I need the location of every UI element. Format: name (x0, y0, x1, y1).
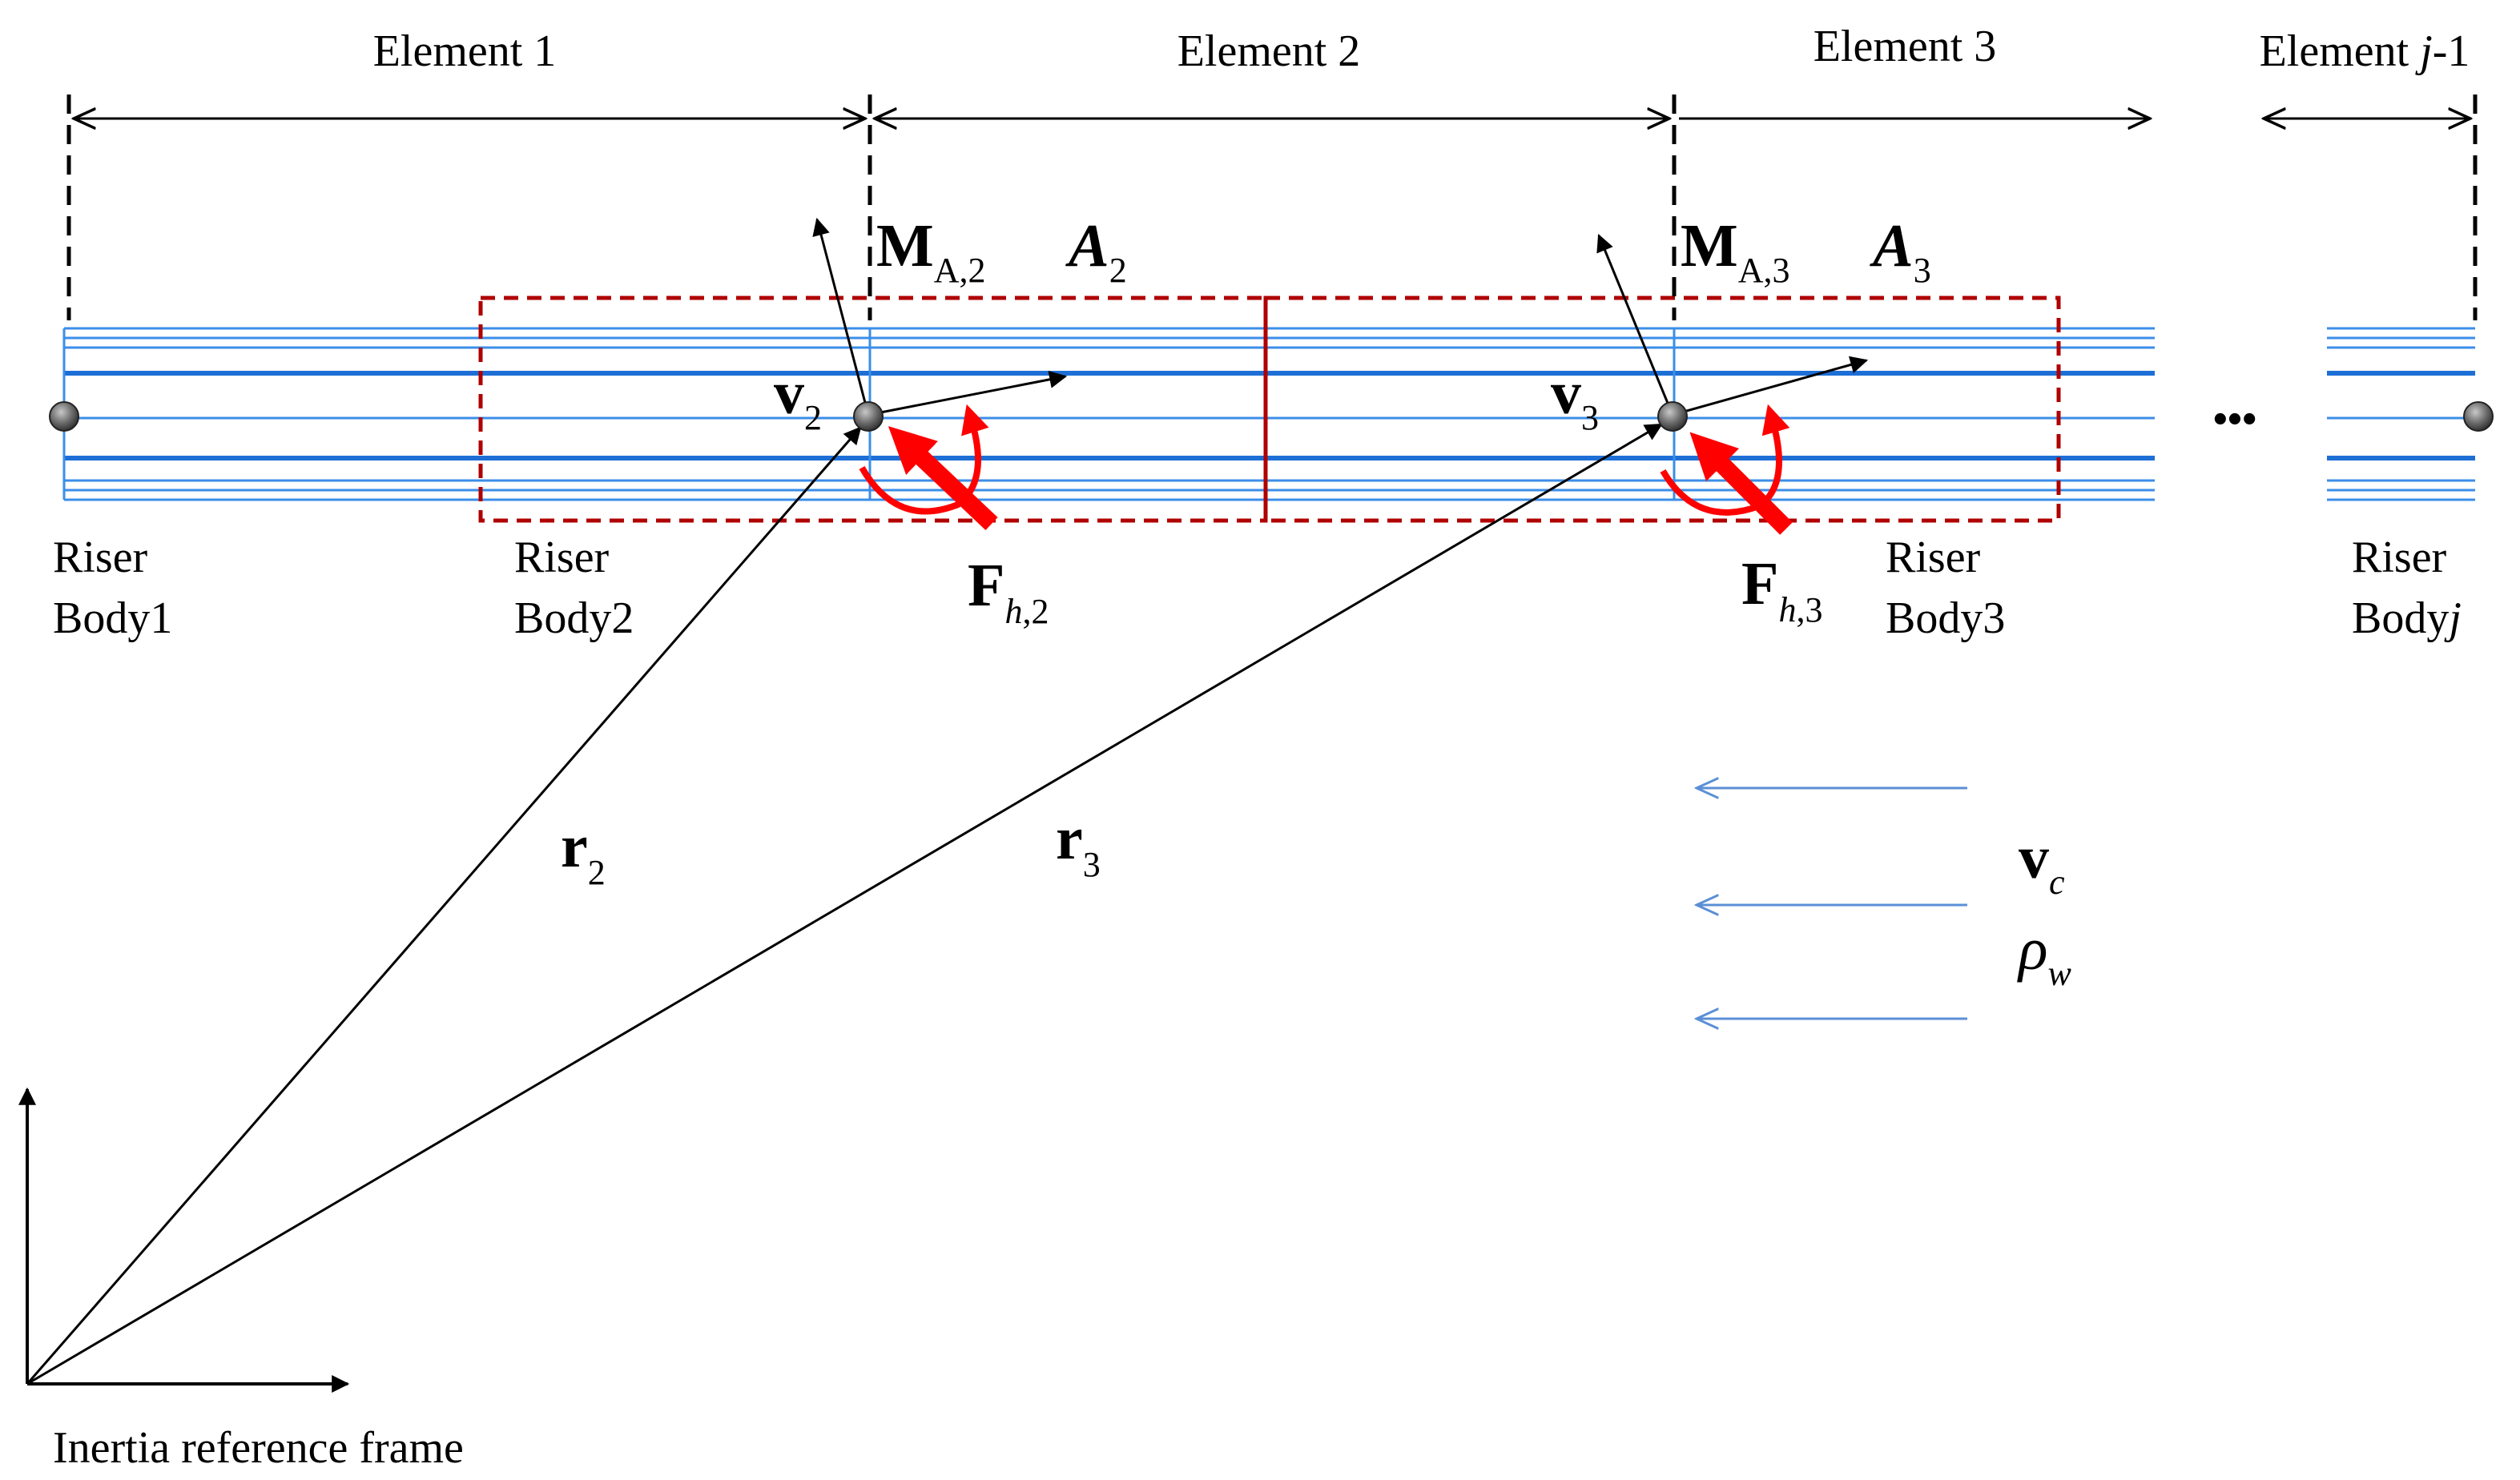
hydro-moment-2 (859, 404, 989, 515)
elementj-label: Element j-1 (2260, 26, 2470, 76)
node3-vectors (1596, 233, 1869, 416)
force-label-2: Fh,2 (968, 552, 1049, 631)
element3-label: Element 3 (1814, 22, 1997, 71)
hydro-force-2 (859, 404, 998, 530)
bodyj-line1: Riser (2352, 533, 2447, 582)
node-3 (1657, 401, 1688, 432)
ellipsis-dots: ••• (2213, 396, 2257, 442)
current-velocity-label: vc (2019, 824, 2065, 902)
moment-label-3: MA,3 (1681, 212, 1790, 290)
hydro-moment-3 (1660, 404, 1790, 516)
r2-vector (26, 426, 862, 1385)
body3-line1: Riser (1886, 533, 1981, 582)
current-flow-arrows (1697, 788, 1967, 1019)
body2-line2: Body2 (514, 593, 634, 643)
node-2 (853, 401, 884, 432)
riser-body3-box (1263, 296, 2061, 523)
element1-label: Element 1 (373, 26, 557, 76)
velocity-vector-3 (1672, 356, 1869, 416)
moment-axis-3 (1596, 233, 1674, 416)
water-density-label: ρw (2017, 915, 2071, 993)
r2-label: r2 (561, 813, 606, 892)
force-label-3: Fh,3 (1741, 550, 1822, 629)
velocity-label-3: v3 (1551, 360, 1599, 437)
inertia-frame-axes (18, 1087, 350, 1393)
r3-label: r3 (1056, 805, 1101, 884)
inertia-frame-label: Inertia reference frame (53, 1423, 464, 1473)
riser-body-labels: Riser Body1 Riser Body2 Riser Body3 Rise… (53, 533, 2462, 643)
hydro-force-3 (1660, 404, 1793, 535)
r3-vector (26, 423, 1663, 1385)
riser-pipe-main (62, 327, 2155, 501)
node2-vectors (812, 217, 1068, 416)
area-label-3: A3 (1870, 212, 1931, 290)
riser-nodes (49, 401, 2494, 432)
body1-line1: Riser (53, 533, 148, 582)
body1-line2: Body1 (53, 593, 172, 643)
moment-axis-2 (812, 217, 870, 416)
bodyj-line2: Bodyj (2352, 593, 2462, 643)
riser-pipe-end (2327, 327, 2475, 501)
node-1 (49, 401, 79, 432)
area-label-2: A2 (1065, 212, 1127, 290)
position-vectors (26, 423, 1663, 1385)
element-boundaries (66, 95, 2478, 320)
velocity-vector-2 (868, 370, 1068, 416)
moment-label-2: MA,2 (876, 212, 986, 290)
element2-label: Element 2 (1177, 26, 1361, 76)
velocity-label-2: v2 (774, 360, 822, 437)
node-j (2463, 401, 2494, 432)
body2-line1: Riser (514, 533, 610, 582)
body3-line2: Body3 (1886, 593, 2005, 643)
